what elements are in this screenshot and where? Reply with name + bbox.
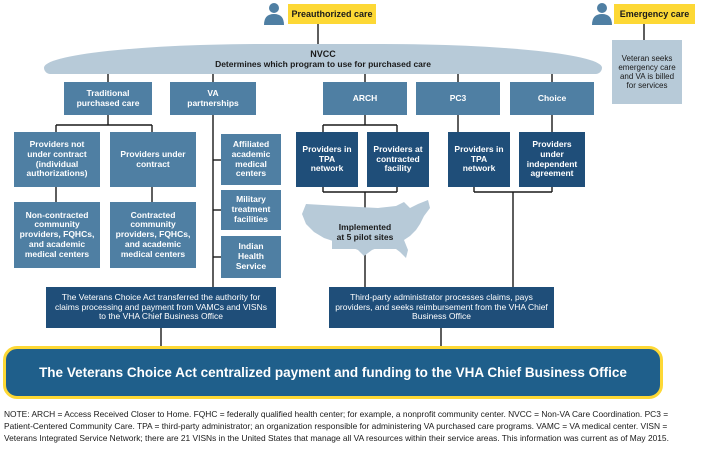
traditional-purchased-care: Traditional purchased care [64,82,152,115]
arch-program: ARCH [323,82,407,115]
nvcc-subtitle: Determines which program to use for purc… [215,59,431,69]
nvcc-title: NVCC [310,49,336,59]
footnote: NOTE: ARCH = Access Received Closer to H… [4,409,669,443]
pilot-sites-label: Implemented at 5 pilot sites [332,216,398,249]
emergency-care-label: Emergency care [614,4,695,24]
providers-not-under-contract: Providers not under contract (individual… [14,132,100,187]
affiliated-medical-centers: Affiliated academic medical centers [221,134,281,185]
person-icon [262,1,286,25]
nvcc-dome: NVCC Determines which program to use for… [44,44,602,74]
va-partnerships: VA partnerships [170,82,256,115]
third-party-administrator-box: Third-party administrator processes clai… [329,287,554,328]
contracted-providers: Contracted community providers, FQHCs, a… [110,202,196,268]
indian-health-service: Indian Health Service [221,236,281,278]
arch-contracted-providers: Providers at contracted facility [367,132,429,187]
choice-program: Choice [510,82,594,115]
person-icon [590,1,614,25]
pc3-program: PC3 [416,82,500,115]
providers-under-contract: Providers under contract [110,132,196,187]
non-contracted-providers: Non-contracted community providers, FQHC… [14,202,100,268]
arch-tpa-providers: Providers in TPA network [296,132,358,187]
preauthorized-care-label: Preauthorized care [288,4,376,24]
centralized-payment-banner: The Veterans Choice Act centralized paym… [3,346,663,399]
choice-independent-providers: Providers under independent agreement [519,132,585,187]
pc3-tpa-providers: Providers in TPA network [448,132,510,187]
choice-act-transfer-box: The Veterans Choice Act transferred the … [46,287,276,328]
military-treatment-facilities: Military treatment facilities [221,190,281,230]
veteran-emergency-box: Veteran seeks emergency care and VA is b… [612,40,682,104]
